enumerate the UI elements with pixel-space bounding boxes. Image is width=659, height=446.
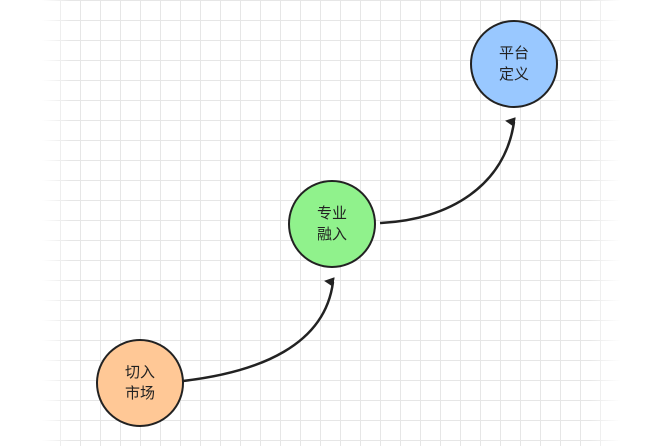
node-platform-label: 平台 定义 — [498, 44, 529, 83]
node-market[interactable]: 切入 市场 — [96, 339, 184, 427]
node-professional-label: 专业 融入 — [316, 204, 347, 243]
edge-market-to-professional — [182, 277, 335, 383]
edge-professional-to-platform — [379, 117, 516, 225]
node-professional[interactable]: 专业 融入 — [288, 180, 376, 268]
node-platform[interactable]: 平台 定义 — [470, 20, 558, 108]
node-market-label: 切入 市场 — [124, 363, 155, 402]
